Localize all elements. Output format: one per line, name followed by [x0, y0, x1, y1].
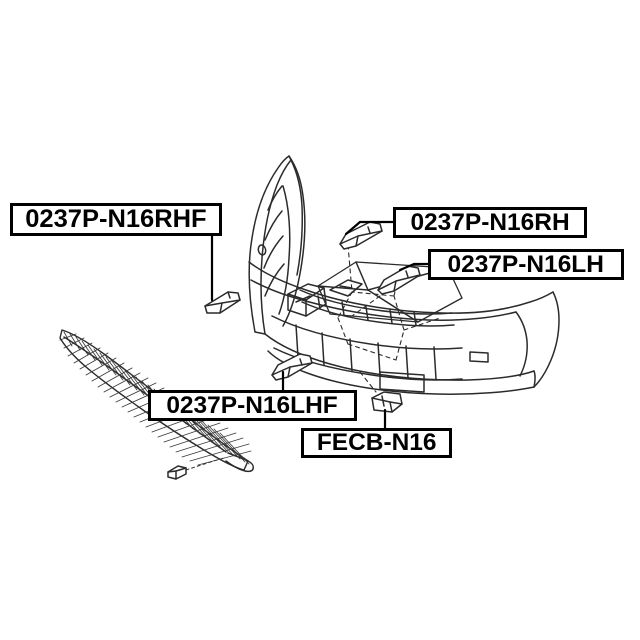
part-bracket-lh: [377, 265, 421, 295]
part-label-text: FECB-N16: [316, 429, 437, 456]
assembly-dashed-lines: [337, 244, 441, 393]
leader-lines: [210, 220, 430, 430]
part-label-text: 0237P-N16RHF: [25, 205, 207, 233]
part-label-0237p-n16lh[interactable]: 0237P-N16LH: [428, 249, 624, 280]
part-label-fecb-n16[interactable]: FECB-N16: [301, 428, 452, 458]
bumper-center-bracket: [287, 283, 327, 317]
part-label-0237p-n16rhf[interactable]: 0237P-N16RHF: [10, 203, 222, 236]
part-label-text: 0237P-N16LH: [447, 250, 605, 278]
part-label-0237p-n16rh[interactable]: 0237P-N16RH: [393, 207, 587, 238]
part-bracket-lhf: [271, 353, 313, 381]
part-label-0237p-n16lhf[interactable]: 0237P-N16LHF: [148, 390, 357, 421]
bumper-fin-hole: [257, 244, 267, 256]
part-bracket-rhf: [204, 291, 241, 314]
part-clip-fecb: [371, 391, 403, 413]
part-label-text: 0237P-N16LHF: [166, 391, 339, 419]
part-bracket-rh: [339, 221, 383, 250]
part-label-text: 0237P-N16RH: [410, 208, 570, 236]
